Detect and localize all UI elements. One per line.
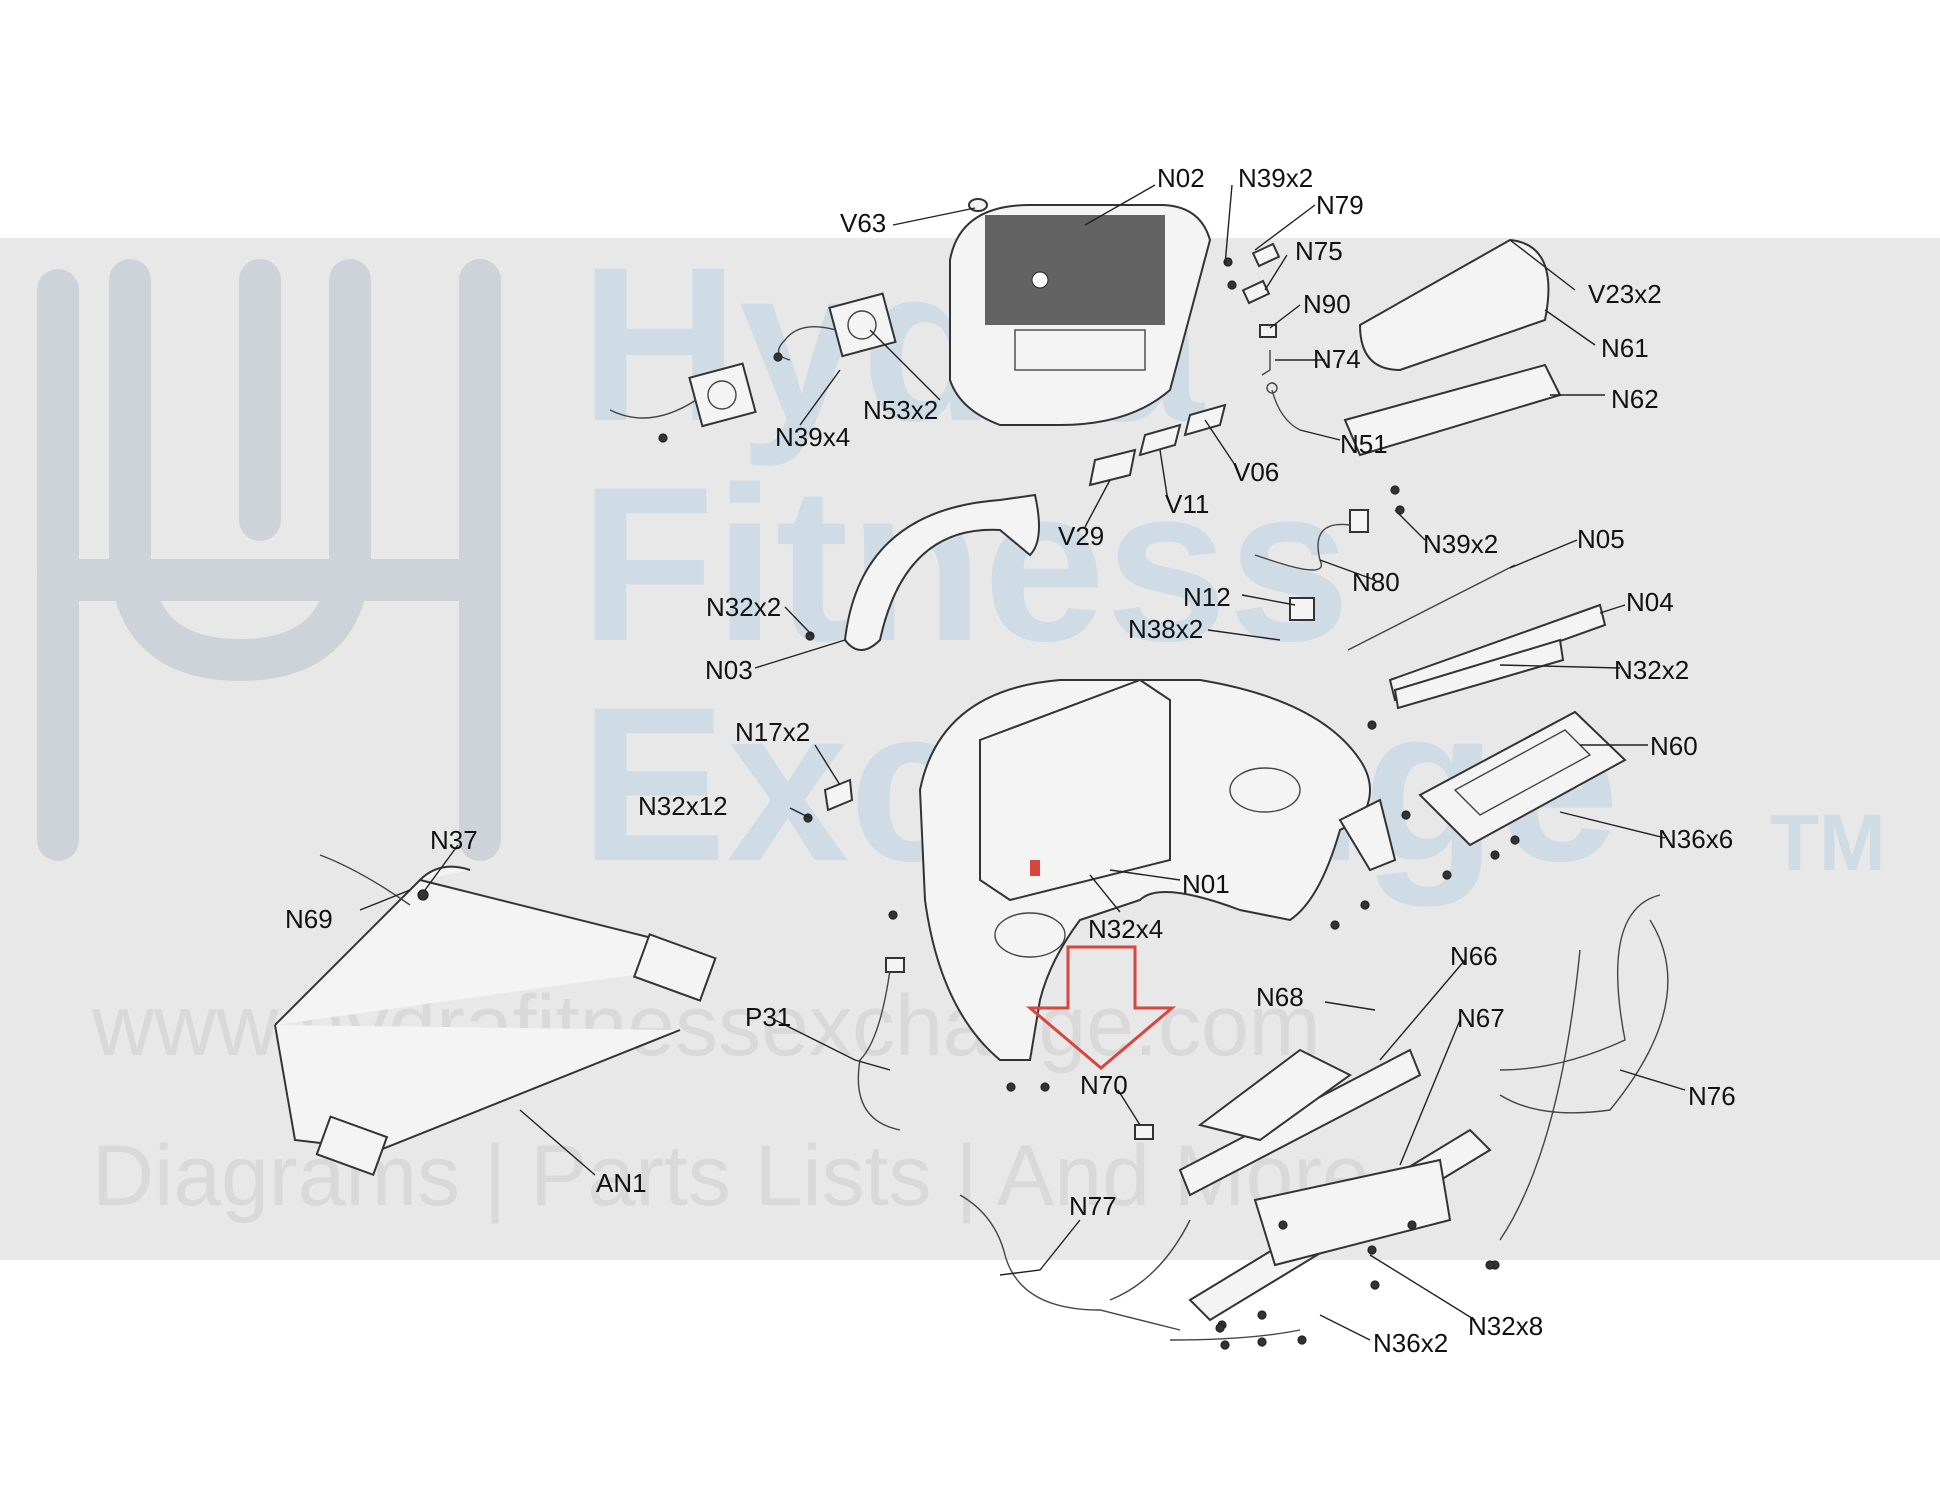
part-n02-console xyxy=(949,204,1212,426)
label-n32x8: N32x8 xyxy=(1468,1311,1543,1341)
label-n36x6: N36x6 xyxy=(1658,824,1733,854)
label-n61: N61 xyxy=(1601,333,1649,363)
label-n62: N62 xyxy=(1611,384,1659,414)
label-v23x2: V23x2 xyxy=(1588,279,1662,309)
label-n66: N66 xyxy=(1450,941,1498,971)
part-n17 xyxy=(823,778,854,812)
label-v63: V63 xyxy=(840,208,886,238)
label-n32x12: N32x12 xyxy=(638,791,728,821)
label-n53x2: N53x2 xyxy=(863,395,938,425)
part-p31-plug xyxy=(885,957,905,973)
label-n38x2: N38x2 xyxy=(1128,614,1203,644)
label-n39x2-top: N39x2 xyxy=(1238,163,1313,193)
label-an1: AN1 xyxy=(596,1168,647,1198)
label-n39x2-mid: N39x2 xyxy=(1423,529,1498,559)
part-n70 xyxy=(1134,1124,1154,1140)
label-n01: N01 xyxy=(1182,869,1230,899)
leader-lines xyxy=(359,184,1686,1341)
highlight-arrow xyxy=(1025,945,1177,1070)
part-n03-handle xyxy=(843,493,1040,651)
label-n17x2: N17x2 xyxy=(735,717,810,747)
label-n90: N90 xyxy=(1303,289,1351,319)
part-n53-speakers xyxy=(609,292,897,428)
label-n32x2-right: N32x2 xyxy=(1614,655,1689,685)
watermark-line2: Fitness xyxy=(580,441,1350,687)
label-n79: N79 xyxy=(1316,190,1364,220)
label-p31: P31 xyxy=(745,1002,791,1032)
label-n03: N03 xyxy=(705,655,753,685)
label-n67: N67 xyxy=(1457,1003,1505,1033)
part-n12 xyxy=(1289,597,1315,621)
part-small-hardware-top xyxy=(1223,242,1301,431)
part-n76-cable xyxy=(1499,894,1669,1241)
label-n76: N76 xyxy=(1688,1081,1736,1111)
label-n75: N75 xyxy=(1295,236,1343,266)
label-n68: N68 xyxy=(1256,982,1304,1012)
watermark-trademark: TM xyxy=(1770,798,1886,887)
label-n36x2: N36x2 xyxy=(1373,1328,1448,1358)
label-n60: N60 xyxy=(1650,731,1698,761)
label-v06: V06 xyxy=(1233,457,1279,487)
part-an1-frame xyxy=(274,865,717,1177)
label-n37: N37 xyxy=(430,825,478,855)
part-labels: N02 N39x2 N79 V63 N75 V23x2 N90 N61 N74 … xyxy=(285,163,1736,1358)
part-n05-rod xyxy=(1347,564,1516,651)
label-n80: N80 xyxy=(1352,567,1400,597)
label-n32x4: N32x4 xyxy=(1088,914,1163,944)
watermark-tagline: Diagrams | Parts Lists | And More xyxy=(92,1128,1370,1224)
part-n61 xyxy=(1358,238,1550,372)
label-v11: V11 xyxy=(1165,489,1209,519)
label-n04: N04 xyxy=(1626,587,1674,617)
part-n04b xyxy=(1393,638,1565,710)
part-n01-console-body xyxy=(918,678,1397,1061)
label-n70: N70 xyxy=(1080,1070,1128,1100)
label-n32x2-left: N32x2 xyxy=(706,592,781,622)
label-n74: N74 xyxy=(1313,344,1361,374)
label-n39x4: N39x4 xyxy=(775,422,850,452)
label-n02: N02 xyxy=(1157,163,1205,193)
label-n12: N12 xyxy=(1183,582,1231,612)
part-n66-n67-rails xyxy=(1178,1048,1492,1322)
label-v29: V29 xyxy=(1058,521,1104,551)
label-n51: N51 xyxy=(1340,429,1388,459)
part-n60-detail xyxy=(1453,729,1592,816)
part-p31-cable xyxy=(857,969,901,1131)
part-n69-cable xyxy=(319,854,411,906)
watermark-logo xyxy=(37,259,501,861)
label-n69: N69 xyxy=(285,904,333,934)
part-n60-board xyxy=(1418,710,1627,847)
label-n77: N77 xyxy=(1069,1191,1117,1221)
part-n37 xyxy=(417,889,429,901)
label-n05: N05 xyxy=(1577,524,1625,554)
part-n77-cable xyxy=(959,1194,1301,1341)
